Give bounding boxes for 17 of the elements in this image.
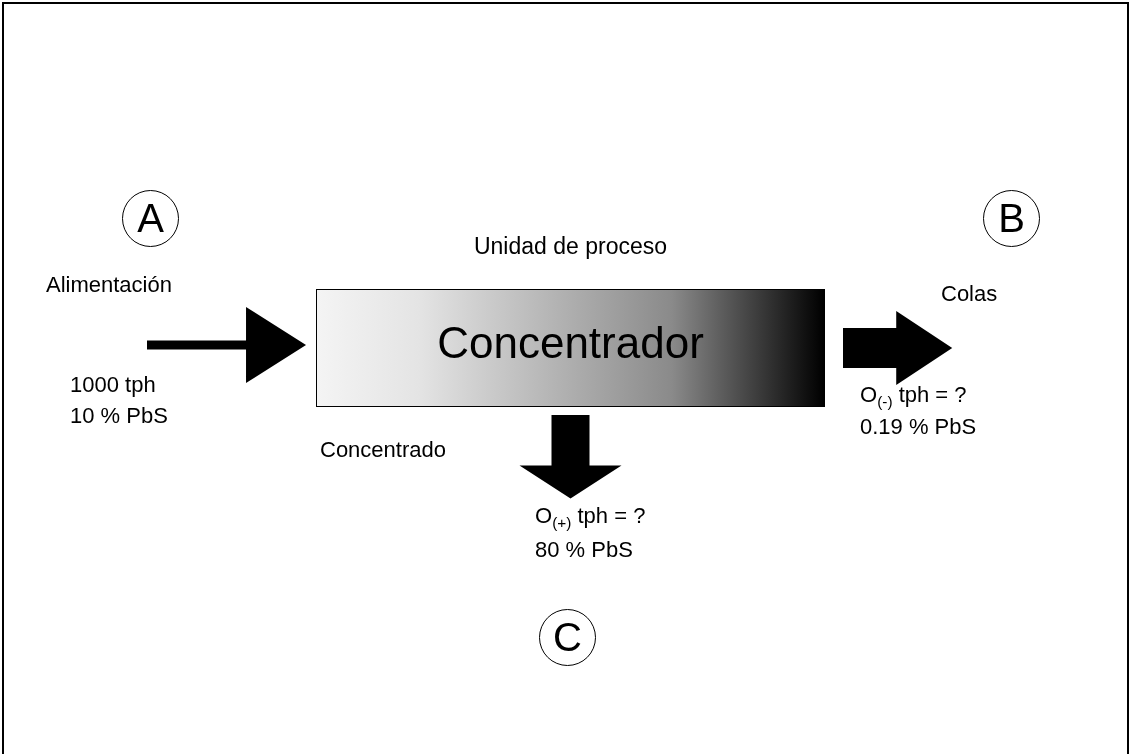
grade-text: 80 % PbS [535, 539, 633, 561]
flow-arrow [519, 415, 622, 499]
grade-text: 10 % PbS [70, 405, 168, 427]
stream-label: Concentrado [320, 439, 446, 461]
box-heading: Unidad de proceso [472, 233, 669, 260]
letter-circle: C [539, 609, 596, 666]
letter-circle: A [122, 190, 179, 247]
grade-text: 0.19 % PbS [860, 416, 977, 438]
stream-label: Colas [941, 283, 998, 305]
flow-rate: O$_{(-)}$ tph = ? [860, 384, 967, 410]
box-title: Concentrador [436, 321, 705, 365]
flow-arrow [147, 307, 307, 383]
flow-rate: O$_{(+)}$ tph = ? [535, 505, 646, 531]
flow-arrow [843, 311, 953, 385]
stream-label: Alimentación [46, 274, 172, 296]
letter-circle: B [983, 190, 1040, 247]
flow-rate: 1000 tph [70, 374, 156, 396]
